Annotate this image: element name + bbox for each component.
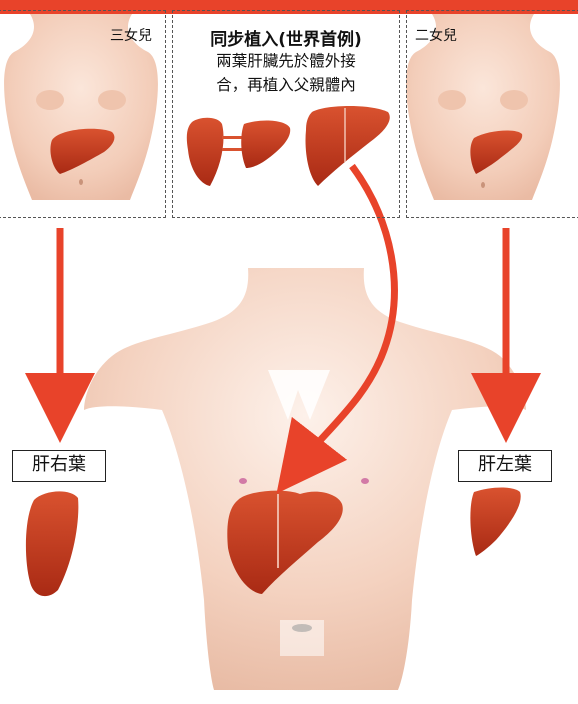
left-donor-panel: 三女兒: [0, 10, 166, 218]
right-lobe-label: 肝右葉: [12, 450, 106, 482]
left-lobe-label: 肝左葉: [458, 450, 552, 482]
middle-description-line1: 兩葉肝臟先於體外接: [173, 49, 399, 73]
right-donor-panel: 二女兒: [406, 10, 578, 218]
left-lobe-liver-icon: [470, 488, 520, 557]
right-lobe-liver-icon: [26, 491, 78, 596]
right-donor-label: 二女兒: [415, 25, 457, 45]
middle-description-line2: 合，再植入父親體內: [173, 73, 399, 97]
middle-panel-title: 同步植入(世界首例): [173, 25, 399, 50]
left-donor-label: 三女兒: [110, 25, 152, 45]
middle-panel-description: 兩葉肝臟先於體外接 合，再植入父親體內: [173, 49, 399, 97]
middle-procedure-panel: 同步植入(世界首例) 兩葉肝臟先於體外接 合，再植入父親體內: [172, 10, 400, 218]
